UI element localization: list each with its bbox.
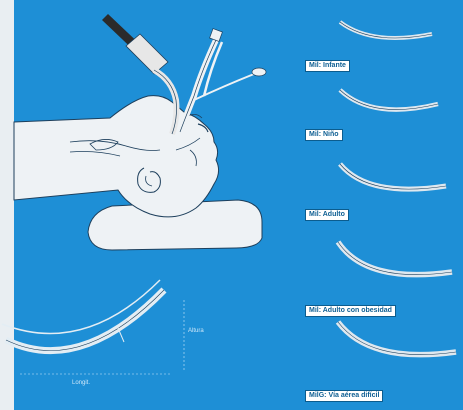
blade-obesidad-shape: [338, 242, 452, 275]
height-label: Altura: [188, 328, 204, 334]
tube-connector: [210, 29, 223, 42]
blade-label-dificil: MilG: Vía aérea difícil: [305, 390, 383, 402]
blade-label-adulto: Mil: Adulto: [305, 209, 349, 221]
blade-label-nino: Mil: Niño: [305, 129, 343, 141]
page-gutter: [0, 0, 14, 410]
length-label: Longit.: [72, 380, 90, 386]
measure-blade-shape: [6, 290, 164, 351]
pilot-balloon-icon: [252, 68, 266, 76]
blade-label-infante: Mil: Infante: [305, 60, 350, 72]
measurement-blade: [2, 280, 184, 374]
blade-dificil-outline: [338, 322, 456, 355]
measure-blade-rim: [2, 280, 160, 333]
blade-adulto-shape: [340, 164, 446, 189]
blade-nino-shape: [340, 90, 438, 110]
blade-label-obesidad: Mil: Adulto con obesidad: [305, 305, 396, 317]
